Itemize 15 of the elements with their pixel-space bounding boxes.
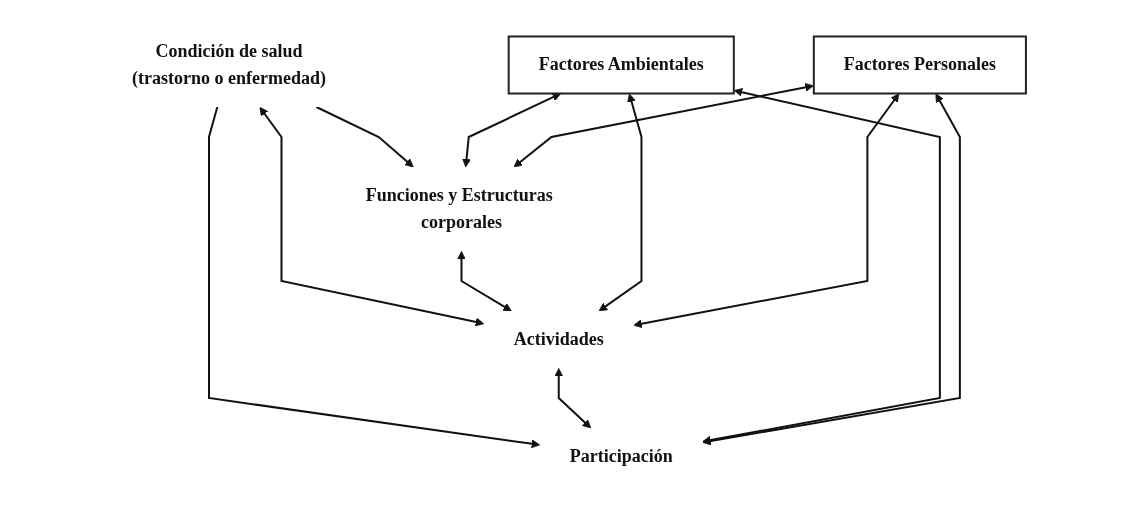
arrow bbox=[633, 93, 900, 329]
arrow bbox=[457, 251, 512, 312]
arrow bbox=[259, 106, 485, 327]
node-text: Funciones y Estructuras corporales bbox=[365, 184, 553, 232]
node-text: Participación bbox=[569, 445, 673, 466]
node-box: Factores Ambientales bbox=[507, 35, 735, 95]
arrow bbox=[513, 83, 814, 168]
node-box: Factores Personales bbox=[812, 35, 1027, 95]
arrow bbox=[208, 106, 541, 449]
arrow bbox=[554, 368, 592, 429]
node-text: Condición de salud (trastorno o enfermedad) bbox=[132, 41, 326, 88]
arrow bbox=[315, 106, 414, 168]
node-text: Actividades bbox=[513, 328, 604, 349]
arrow bbox=[598, 93, 643, 312]
arrow bbox=[462, 93, 561, 168]
